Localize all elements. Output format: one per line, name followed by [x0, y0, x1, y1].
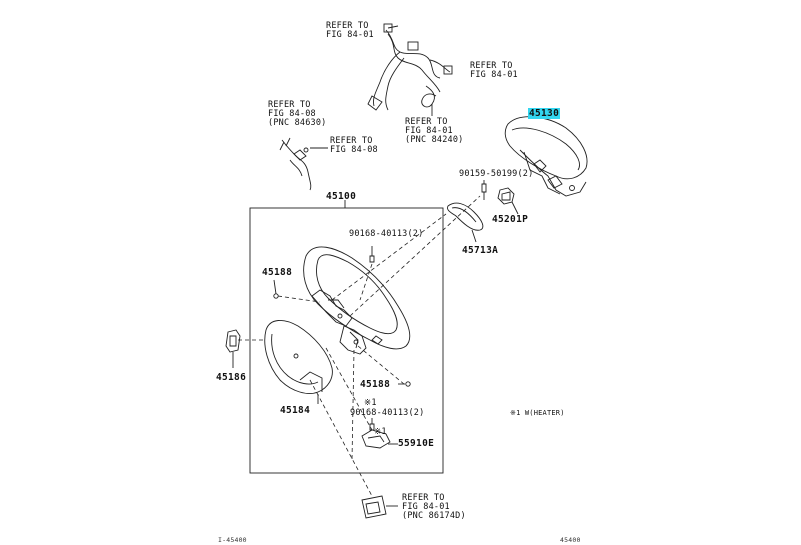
part-45201P-label[interactable]: 45201P — [492, 214, 529, 225]
refer-right-line1: REFER TO — [470, 61, 513, 71]
footer-right-code: 45400 — [560, 536, 581, 545]
refer-left-line2: FIG 84-08 — [268, 109, 316, 119]
refer-mid-line2: FIG 84-01 — [405, 126, 453, 136]
part-90168-top-label[interactable]: 90168-40113(2) — [349, 230, 423, 239]
part-55910E-label[interactable]: 55910E — [398, 438, 435, 449]
part-90168-bottom-label[interactable]: 90168-40113(2) — [350, 409, 424, 418]
part-45188-right-label[interactable]: 45188 — [360, 379, 391, 390]
footer-left-text: I-45400 — [218, 536, 247, 544]
refer-mid-line3: (PNC 84240) — [405, 135, 464, 145]
part-90168-bottom-number[interactable]: 90168-40113(2) — [350, 408, 425, 418]
mark-a-text: ※1 — [364, 398, 377, 408]
part-45130-number[interactable]: 45130 — [528, 108, 561, 119]
part-45188-left-number[interactable]: 45188 — [262, 267, 293, 278]
mark-b-text: ※1 — [374, 427, 387, 437]
part-45184-number[interactable]: 45184 — [280, 405, 311, 416]
part-45713A-number[interactable]: 45713A — [462, 245, 499, 256]
refer-mid-label: REFER TO FIG 84-01 (PNC 84240) — [405, 118, 464, 145]
part-90159-label[interactable]: 90159-50199(2) — [459, 170, 533, 179]
assembly-frame-45100 — [249, 207, 444, 474]
refer-top-line1: REFER TO — [326, 21, 369, 31]
refer-bottom-line1: REFER TO — [402, 493, 445, 503]
part-45201P-number[interactable]: 45201P — [492, 214, 529, 225]
part-45130-label[interactable]: 45130 — [528, 108, 561, 119]
part-45100-number[interactable]: 45100 — [326, 191, 357, 202]
heater-note-text: ※1 W(HEATER) — [510, 409, 565, 417]
refer-top-line2: FIG 84-01 — [326, 30, 374, 40]
screw-45188-left-drawing — [273, 293, 279, 299]
footer-right-text: 45400 — [560, 536, 581, 544]
cover-45713A-drawing — [447, 202, 484, 243]
wire-harness-top-drawing — [367, 23, 453, 116]
screw-45188-right-drawing — [405, 381, 411, 387]
refer-bottom-label: REFER TO FIG 84-01 (PNC 86174D) — [402, 494, 466, 521]
refer-right-label: REFER TO FIG 84-01 — [470, 62, 518, 80]
clip-45186-drawing — [225, 329, 241, 368]
part-45713A-label[interactable]: 45713A — [462, 245, 499, 256]
assembly-dashed-lines — [238, 195, 481, 497]
screw-90168-top-drawing — [369, 246, 375, 263]
part-45186-label[interactable]: 45186 — [216, 372, 247, 383]
part-45186-number[interactable]: 45186 — [216, 372, 247, 383]
refer-right-line2: FIG 84-01 — [470, 70, 518, 80]
footer-left-code: I-45400 — [218, 536, 247, 545]
part-45188-left-label[interactable]: 45188 — [262, 267, 293, 278]
part-45188-right-number[interactable]: 45188 — [360, 379, 391, 390]
screw-90159-drawing — [481, 180, 487, 200]
part-45100-label[interactable]: 45100 — [326, 191, 357, 202]
cable-left-drawing — [279, 137, 328, 191]
refer-left-line1: REFER TO — [268, 100, 311, 110]
refer-left-label: REFER TO FIG 84-08 (PNC 84630) — [268, 101, 327, 128]
part-45184-label[interactable]: 45184 — [280, 405, 311, 416]
heater-note: ※1 W(HEATER) — [510, 409, 565, 418]
part-90159-number[interactable]: 90159-50199(2) — [459, 169, 534, 179]
part-55910E-number[interactable]: 55910E — [398, 438, 435, 449]
refer-small-label: REFER TO FIG 84-08 — [330, 137, 378, 155]
refer-left-line3: (PNC 84630) — [268, 118, 327, 128]
refer-mid-line1: REFER TO — [405, 117, 448, 127]
mark-a-label: ※1 — [364, 399, 377, 408]
refer-bottom-line3: (PNC 86174D) — [402, 511, 466, 521]
refer-top-label: REFER TO FIG 84-01 — [326, 22, 374, 40]
refer-small-line2: FIG 84-08 — [330, 145, 378, 155]
refer-bottom-line2: FIG 84-01 — [402, 502, 450, 512]
airbag-assembly-drawing — [504, 112, 588, 197]
mark-b-label: ※1 — [374, 428, 387, 437]
steering-wheel-drawing — [303, 246, 411, 355]
part-90168-top-number[interactable]: 90168-40113(2) — [349, 229, 424, 239]
pad-45184-drawing — [264, 320, 333, 404]
connector-bottom-drawing — [361, 495, 398, 519]
refer-small-line1: REFER TO — [330, 136, 373, 146]
nut-45201P-drawing — [497, 187, 519, 215]
screw-90168-bottom-drawing — [369, 418, 375, 431]
